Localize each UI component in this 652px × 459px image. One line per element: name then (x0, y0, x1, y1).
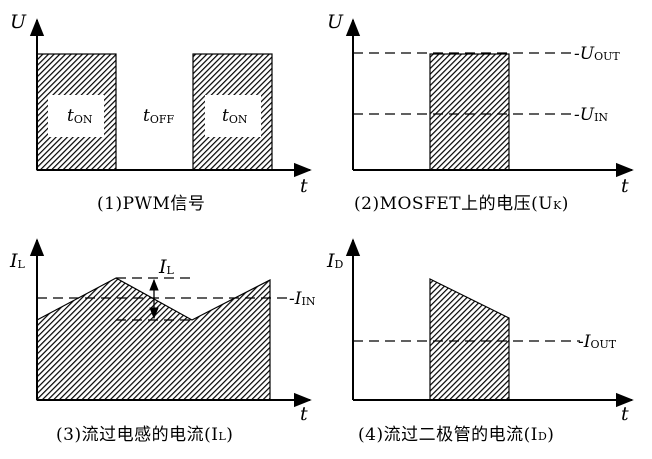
panel3-x-axis-label: t (300, 403, 308, 425)
pwm-pulse-2-label-box (205, 95, 261, 137)
pwm-ton-label-2: tON (222, 106, 248, 126)
panel1-y-axis-label: U (10, 11, 27, 33)
pwm-pulse-1-label-box (48, 95, 104, 137)
ripple-label: IL (158, 256, 175, 278)
pwm-ton-label-1: tON (67, 106, 93, 126)
panel1-caption: (1)PWM信号 (97, 194, 205, 214)
panel2-x-axis-label: t (621, 175, 629, 197)
panel2-caption: (2)MOSFET上的电压(UK) (354, 194, 569, 214)
panel4-y-axis-label: ID (326, 250, 344, 272)
panel1-x-axis-label: t (300, 175, 308, 197)
mosfet-voltage-block (429, 53, 510, 171)
iout-level-label: -IOUT (578, 332, 617, 352)
panel-pwm-signal: U t tON tOFF tON (1)PWM信号 (10, 11, 312, 214)
panel2-y-axis-label: U (327, 11, 344, 33)
panel4-caption: (4)流过二极管的电流(ID) (358, 425, 554, 445)
panel3-y-axis-label: IL (9, 250, 26, 272)
diode-current-area (429, 278, 510, 401)
panel-mosfet-voltage: U t -UOUT -UIN (2)MOSFET上的电压(UK) (327, 11, 634, 214)
panel-diode-current: ID t -IOUT (4)流过二极管的电流(ID) (326, 238, 634, 445)
iin-level-label: -IIN (289, 289, 316, 309)
panel-inductor-current: IL t IL -IIN (3)流过电感的电流(IL) (9, 238, 316, 445)
uin-level-label: -UIN (574, 105, 608, 125)
pwm-toff-label: tOFF (143, 106, 174, 126)
panel3-caption: (3)流过电感的电流(IL) (56, 425, 233, 445)
uout-level-label: -UOUT (574, 44, 620, 64)
panel4-x-axis-label: t (621, 403, 629, 425)
